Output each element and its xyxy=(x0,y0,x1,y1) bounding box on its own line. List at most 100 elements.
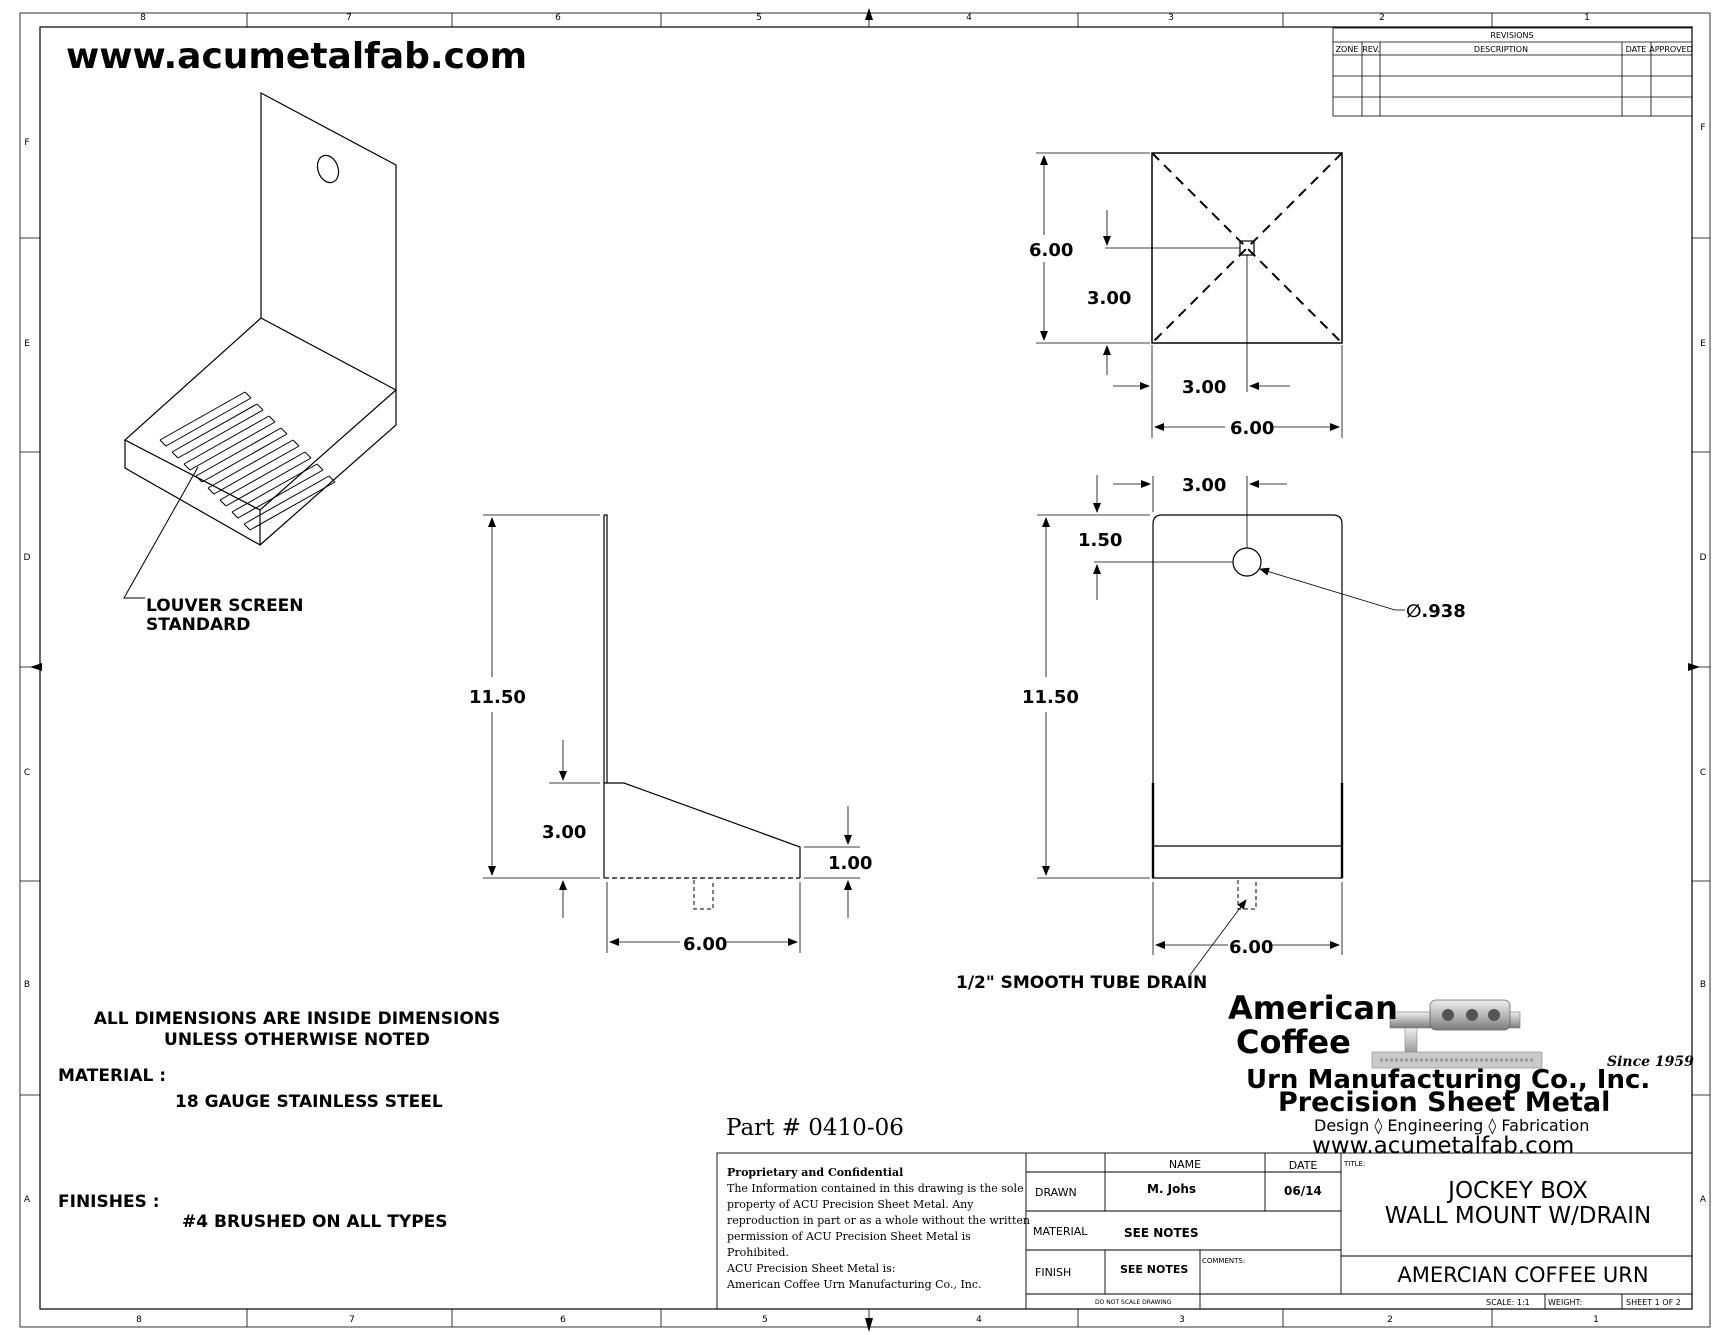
zone-col-label: 7 xyxy=(349,1315,355,1325)
zone-col-label: 5 xyxy=(756,13,762,23)
zone-col-label: 4 xyxy=(966,13,972,23)
zone-col-label: 6 xyxy=(555,13,561,23)
revisions-header: DESCRIPTION xyxy=(1474,45,1528,54)
company-logo: American Coffee Urn Manufacturing Co., I… xyxy=(1228,989,1694,1159)
zone-row-label: F xyxy=(1700,123,1705,133)
title-block-drawn-date: 06/14 xyxy=(1284,1184,1322,1198)
title-block-comments-label: COMMENTS: xyxy=(1202,1257,1245,1265)
drawing-title-line1: JOCKEY BOX xyxy=(1446,1178,1588,1204)
title-block-material-label: MATERIAL xyxy=(1033,1225,1088,1238)
zone-row-label: C xyxy=(1700,768,1706,778)
title-block xyxy=(716,1152,1693,1310)
drawing-title-line2: WALL MOUNT W/DRAIN xyxy=(1385,1203,1651,1229)
front-view-hole-offset-dim: 3.00 xyxy=(1182,475,1226,496)
title-block-drawn-label: DRAWN xyxy=(1035,1186,1077,1199)
side-view-height-dim: 11.50 xyxy=(469,687,526,708)
logo-services: Design ◊ Engineering ◊ Fabrication xyxy=(1314,1116,1589,1135)
zone-row-label: D xyxy=(1700,553,1707,563)
title-block-company: AMERCIAN COFFEE URN xyxy=(1397,1263,1648,1287)
zone-row-label: E xyxy=(24,339,30,349)
material-value: 18 GAUGE STAINLESS STEEL xyxy=(175,1092,443,1112)
material-label: MATERIAL : xyxy=(58,1066,166,1086)
part-number: Part # 0410-06 xyxy=(726,1115,904,1141)
zone-row-label: B xyxy=(24,980,30,990)
louver-callout-line2: STANDARD xyxy=(146,615,250,635)
zone-labels: 8 7 6 5 4 3 2 1 8 7 6 5 4 3 2 1 F E D C … xyxy=(24,13,1707,1325)
drain-callout: 1/2" SMOOTH TUBE DRAIN xyxy=(956,973,1207,993)
title-block-finish-value: SEE NOTES xyxy=(1120,1263,1188,1276)
hole-diameter-callout: ∅.938 xyxy=(1406,601,1466,622)
title-block-material-value: SEE NOTES xyxy=(1124,1226,1198,1240)
zone-col-label: 3 xyxy=(1179,1315,1185,1325)
dimensions-note-line1: ALL DIMENSIONS ARE INSIDE DIMENSIONS xyxy=(94,1009,501,1029)
confidential-company-line2: American Coffee Urn Manufacturing Co., I… xyxy=(726,1278,982,1291)
zone-col-label: 1 xyxy=(1593,1315,1599,1325)
logo-website: www.acumetalfab.com xyxy=(1312,1133,1574,1159)
title-block-do-not-scale: DO NOT SCALE DRAWING xyxy=(1095,1299,1172,1306)
title-block-name-header: NAME xyxy=(1169,1158,1201,1171)
zone-row-label: E xyxy=(1700,339,1706,349)
finishes-label: FINISHES : xyxy=(58,1192,160,1212)
front-view-height-dim: 11.50 xyxy=(1022,687,1079,708)
side-view-width-dim: 6.00 xyxy=(683,934,727,955)
title-block-weight: WEIGHT: xyxy=(1548,1298,1582,1307)
dimensions-note-line2: UNLESS OTHERWISE NOTED xyxy=(164,1030,430,1050)
louver-callout-line1: LOUVER SCREEN xyxy=(146,596,304,616)
zone-col-label: 6 xyxy=(560,1315,566,1325)
zone-col-label: 4 xyxy=(976,1315,982,1325)
logo-since: Since 1959 xyxy=(1607,1054,1694,1070)
confidential-line: reproduction in part or as a whole witho… xyxy=(727,1214,1030,1227)
top-view-half-horizontal-dim: 3.00 xyxy=(1182,377,1226,398)
top-view-width-dim: 6.00 xyxy=(1230,418,1274,439)
title-block-drawn-name: M. Johs xyxy=(1147,1182,1196,1196)
revisions-title: REVISIONS xyxy=(1490,31,1533,40)
top-view xyxy=(1036,152,1343,438)
revisions-header: APPROVED xyxy=(1649,45,1693,54)
zone-ticks xyxy=(20,8,1710,1332)
zone-col-label: 7 xyxy=(346,13,352,23)
confidential-line: property of ACU Precision Sheet Metal. A… xyxy=(727,1198,974,1211)
zone-col-label: 2 xyxy=(1379,13,1385,23)
zone-col-label: 2 xyxy=(1387,1315,1393,1325)
confidential-line: The Information contained in this drawin… xyxy=(727,1182,1024,1195)
logo-line2: Coffee xyxy=(1236,1023,1351,1061)
zone-row-label: B xyxy=(1700,980,1706,990)
coffee-urn-image xyxy=(1371,999,1543,1069)
title-block-title-label: TITLE: xyxy=(1343,1160,1365,1168)
revisions-header: REV. xyxy=(1362,45,1380,54)
confidential-company-line1: ACU Precision Sheet Metal is: xyxy=(726,1262,896,1275)
louver-callout-leader xyxy=(123,466,199,599)
louver-screen xyxy=(159,391,336,531)
zone-col-label: 5 xyxy=(762,1315,768,1325)
zone-col-label: 1 xyxy=(1584,13,1590,23)
zone-col-label: 8 xyxy=(140,13,146,23)
confidential-line: permission of ACU Precision Sheet Metal … xyxy=(727,1230,971,1243)
confidential-heading: Proprietary and Confidential xyxy=(727,1166,903,1179)
top-view-height-dim: 6.00 xyxy=(1029,240,1073,261)
side-view-front-dim: 1.00 xyxy=(828,853,872,874)
title-block-finish-label: FINISH xyxy=(1035,1266,1071,1279)
zone-row-label: C xyxy=(24,768,30,778)
logo-line1: American xyxy=(1228,989,1398,1027)
zone-col-label: 3 xyxy=(1168,13,1174,23)
title-block-sheet: SHEET 1 OF 2 xyxy=(1626,1298,1681,1307)
website-header: www.acumetalfab.com xyxy=(66,36,527,77)
revisions-header: DATE xyxy=(1626,45,1647,54)
zone-row-label: D xyxy=(24,553,31,563)
zone-col-label: 8 xyxy=(136,1315,142,1325)
logo-line3: Urn Manufacturing Co., Inc. xyxy=(1246,1065,1650,1095)
title-block-scale: SCALE: 1:1 xyxy=(1486,1298,1530,1307)
side-view-lip-dim: 3.00 xyxy=(542,822,586,843)
side-view xyxy=(483,514,860,953)
revisions-header: ZONE xyxy=(1336,45,1359,54)
revisions-table xyxy=(1332,27,1693,117)
logo-tagline: Precision Sheet Metal xyxy=(1278,1087,1610,1118)
front-view-width-dim: 6.00 xyxy=(1229,937,1273,958)
confidential-line: Prohibited. xyxy=(727,1246,789,1259)
front-view xyxy=(1037,475,1405,976)
zone-row-label: F xyxy=(24,138,29,148)
front-view-hole-top-dim: 1.50 xyxy=(1078,530,1122,551)
top-view-half-vertical-dim: 3.00 xyxy=(1087,288,1131,309)
title-block-date-header: DATE xyxy=(1289,1159,1318,1172)
zone-row-label: A xyxy=(1700,1195,1707,1205)
